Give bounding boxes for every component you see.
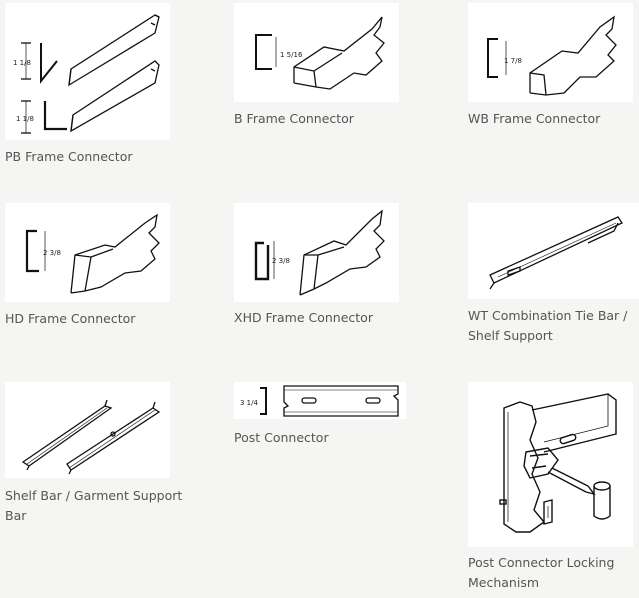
shelf-bar-image[interactable] (5, 382, 170, 478)
shelf-bar-caption: Shelf Bar / Garment Support Bar (5, 488, 183, 523)
wt-tie-bar-caption: WT Combination Tie Bar / Shelf Support (468, 308, 628, 343)
pb-frame-connector-caption: PB Frame Connector (5, 149, 133, 164)
post-connector-caption: Post Connector (234, 430, 329, 445)
locking-mechanism-image[interactable] (468, 382, 633, 547)
hd-frame-connector-caption: HD Frame Connector (5, 311, 136, 326)
wb-frame-connector-image[interactable]: 1 7/8 (468, 3, 633, 102)
locking-mechanism-caption: Post Connector Locking Mechanism (468, 555, 615, 590)
wt-tie-bar-image[interactable] (468, 203, 639, 299)
pb-frame-connector-image[interactable]: 1 1/8 1 1/8 (5, 3, 170, 140)
xhd-frame-connector-image[interactable]: 2 3/8 (234, 203, 399, 302)
b-dim: 1 5/16 (280, 51, 303, 59)
pb-dim-top: 1 1/8 (13, 59, 31, 67)
xhd-dim: 2 3/8 (272, 257, 290, 265)
hd-frame-connector-image[interactable]: 2 3/8 (5, 203, 170, 302)
hd-dim: 2 3/8 (43, 249, 61, 257)
wb-dim: 1 7/8 (504, 57, 522, 65)
post-connector-image[interactable]: 3 1/4 (234, 382, 406, 419)
wb-frame-connector-caption: WB Frame Connector (468, 111, 601, 126)
xhd-frame-connector-caption: XHD Frame Connector (234, 310, 373, 325)
b-frame-connector-image[interactable]: 1 5/16 (234, 3, 399, 102)
pb-dim-bottom: 1 1/8 (16, 115, 34, 123)
b-frame-connector-caption: B Frame Connector (234, 111, 354, 126)
post-dim: 3 1/4 (240, 399, 258, 407)
